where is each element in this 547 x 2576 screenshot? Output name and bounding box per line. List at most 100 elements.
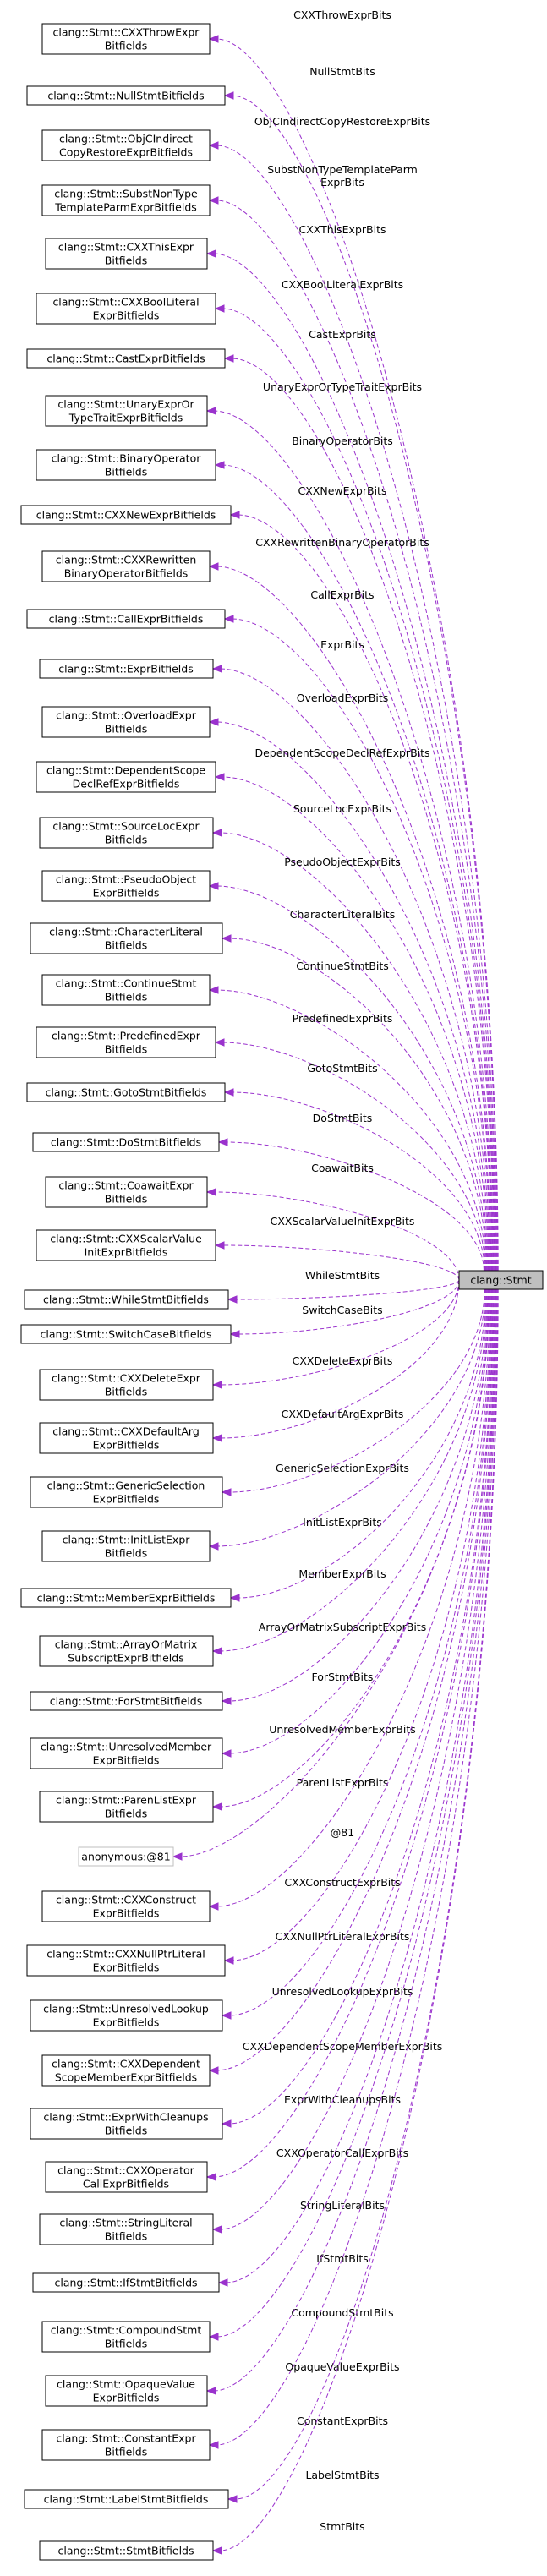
edge-label: WhileStmtBits [305, 1269, 380, 1282]
node-clang-stmt-objcindirect-copyrestoreexprbitfields[interactable]: clang::Stmt::ObjCIndirectCopyRestoreExpr… [41, 129, 211, 161]
node-label-line: TemplateParmExprBitfields [54, 201, 197, 214]
edge-arrowhead [221, 934, 232, 943]
node-label-line: Bitfields [105, 1547, 147, 1560]
node-box [41, 870, 211, 902]
node-clang-stmt-memberexprbitfields[interactable]: clang::Stmt::MemberExprBitfields [20, 1588, 232, 1608]
node-clang-stmt-unaryexpror-typetraitexprbitfields[interactable]: clang::Stmt::UnaryExprOrTypeTraitExprBit… [45, 395, 208, 427]
node-label-line: Bitfields [105, 991, 147, 1004]
node-label-line: ExprBitfields [93, 309, 160, 322]
edge-label: SubstNonTypeTemplateParm [267, 163, 418, 176]
node-box [39, 659, 214, 679]
node-clang-stmt-exprbitfields[interactable]: clang::Stmt::ExprBitfields [39, 659, 214, 679]
edge-arrowhead [211, 665, 222, 673]
node-clang-stmt-cxxrewritten-binaryoperatorbitfields[interactable]: clang::Stmt::CXXRewrittenBinaryOperatorB… [41, 550, 211, 582]
edge-memberexprbits [237, 1288, 487, 1599]
node-clang-stmt-dependentscope-declrefexprbitfields[interactable]: clang::Stmt::DependentScopeDeclRefExprBi… [36, 761, 216, 793]
node-anonymous-81[interactable]: anonymous:@81 [78, 1846, 174, 1867]
node-box [45, 238, 208, 270]
node-clang-stmt-castexprbitfields[interactable]: clang::Stmt::CastExprBitfields [26, 348, 226, 369]
edge-opaquevalueexprbits [213, 1288, 497, 2392]
edge-cxxdefaultargexprbits [219, 1279, 460, 1439]
node-clang-stmt-cxxscalarvalue-initexprbitfields[interactable]: clang::Stmt::CXXScalarValueInitExprBitfi… [36, 1229, 216, 1261]
node-label-line: anonymous:@81 [81, 1851, 170, 1863]
node-clang-stmt-cxxdependent-scopememberexprbitfields[interactable]: clang::Stmt::CXXDependentScopeMemberExpr… [41, 2054, 211, 2087]
edge-label: CXXDeleteExprBits [293, 1354, 393, 1367]
node-clang-stmt-ifstmtbitfields[interactable]: clang::Stmt::IfStmtBitfields [32, 2272, 220, 2293]
node-clang-stmt-unresolvedmember-exprbitfields[interactable]: clang::Stmt::UnresolvedMemberExprBitfiel… [30, 1737, 223, 1769]
edge-dostmtbits [225, 1141, 484, 1272]
edge-label: ObjCIndirectCopyRestoreExprBits [254, 115, 430, 128]
edge-arrowhead [208, 2066, 219, 2075]
edge-cxxthisexprbits [213, 253, 496, 1272]
edge-label: SwitchCaseBits [302, 1304, 382, 1316]
node-label-line: InitExprBitfields [85, 1246, 168, 1259]
node-label-line: clang::Stmt::ConstantExpr [56, 2432, 196, 2445]
node-clang-stmt-switchcasebitfields[interactable]: clang::Stmt::SwitchCaseBitfields [20, 1324, 232, 1344]
node-clang-stmt-forstmtbitfields[interactable]: clang::Stmt::ForStmtBitfields [30, 1691, 223, 1711]
node-box [30, 1999, 223, 2032]
edge-label: ExprBits [320, 176, 364, 189]
node-clang-stmt-genericselection-exprbitfields[interactable]: clang::Stmt::GenericSelectionExprBitfiel… [30, 1476, 223, 1508]
edge-label: PredefinedExprBits [293, 1012, 393, 1025]
node-box [41, 1530, 211, 1562]
node-clang-stmt-gotostmtbitfields[interactable]: clang::Stmt::GotoStmtBitfields [26, 1082, 226, 1102]
node-clang-stmt-callexprbitfields[interactable]: clang::Stmt::CallExprBitfields [26, 609, 226, 629]
edge-whilestmtbits [234, 1279, 460, 1300]
node-label-line: ExprBitfields [93, 1754, 160, 1767]
edge-label: UnaryExprOrTypeTraitExprBits [263, 380, 422, 393]
node-label-line: DeclRefExprBitfields [73, 778, 180, 790]
node-label-line: clang::Stmt::CoawaitExpr [58, 1179, 194, 1192]
node-clang-stmt-arrayormatrix-subscriptexprbitfields[interactable]: clang::Stmt::ArrayOrMatrixSubscriptExprB… [39, 1635, 214, 1667]
edge-nullstmtbits [231, 95, 498, 1272]
node-label-line: ExprBitfields [93, 1961, 160, 1974]
edge-unresolvedlookupexprbits [228, 1288, 492, 2016]
node-clang-stmt-substnontype-templateparmexprbitfields[interactable]: clang::Stmt::SubstNonTypeTemplateParmExp… [41, 184, 211, 216]
node-clang-stmt-labelstmtbitfields[interactable]: clang::Stmt::LabelStmtBitfields [24, 2489, 229, 2509]
edge-arrowhead [205, 1188, 216, 1196]
edge-arrowhead [208, 1542, 219, 1551]
node-label-line: clang::Stmt::PredefinedExpr [52, 1030, 201, 1042]
node-clang-stmt-cxxoperator-callexprbitfields[interactable]: clang::Stmt::CXXOperatorCallExprBitfield… [45, 2161, 208, 2193]
node-clang-stmt-stmtbitfields[interactable]: clang::Stmt::StmtBitfields [39, 2540, 214, 2561]
node-label-line: clang::Stmt::OverloadExpr [56, 709, 197, 722]
edge-label: BinaryOperatorBits [292, 435, 393, 447]
node-clang-stmt-nullstmtbitfields[interactable]: clang::Stmt::NullStmtBitfields [26, 85, 226, 106]
node-clang-stmt-binaryoperator-bitfields[interactable]: clang::Stmt::BinaryOperatorBitfields [36, 449, 216, 481]
edge-arrowhead [211, 2225, 222, 2234]
edge-label: InitListExprBits [303, 1516, 382, 1529]
node-label-line: clang::Stmt::ExprBitfields [58, 663, 193, 675]
edge-switchcasebits [237, 1279, 460, 1335]
node-label-line: clang::Stmt::MemberExprBitfields [37, 1592, 216, 1605]
node-label-line: Bitfields [105, 254, 147, 267]
node-clang-stmt-unresolvedlookup-exprbitfields[interactable]: clang::Stmt::UnresolvedLookupExprBitfiel… [30, 1999, 223, 2032]
node-clang-stmt-cxxnewexprbitfields[interactable]: clang::Stmt::CXXNewExprBitfields [20, 505, 232, 525]
node-clang-stmt-dostmtbitfields[interactable]: clang::Stmt::DoStmtBitfields [32, 1132, 220, 1152]
target-node-clang-stmt[interactable]: clang::Stmt [458, 1270, 544, 1290]
node-clang-stmt-cxxnullptrliteral-exprbitfields[interactable]: clang::Stmt::CXXNullPtrLiteralExprBitfie… [26, 1944, 226, 1977]
edge-label: CXXThisExprBits [298, 223, 386, 236]
edge-label: OpaqueValueExprBits [285, 2360, 399, 2373]
edge-arrowhead [208, 35, 219, 43]
node-clang-stmt-whilestmtbitfields[interactable]: clang::Stmt::WhileStmtBitfields [24, 1289, 229, 1310]
